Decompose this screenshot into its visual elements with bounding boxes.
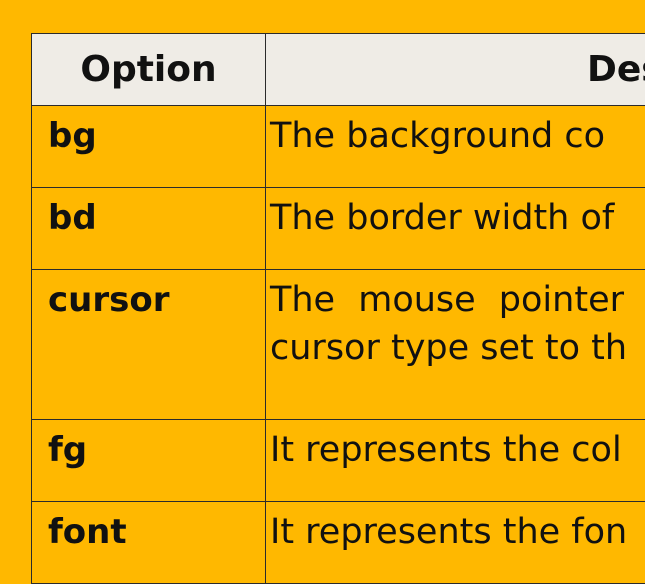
option-cell: bd	[32, 188, 266, 270]
option-cell: font	[32, 502, 266, 584]
options-table-container: Option Des bg The background co bd The b…	[31, 33, 645, 532]
description-text: It represents the col	[266, 426, 645, 474]
description-text: The background co	[266, 112, 645, 160]
description-cell: The mouse pointer cursor type set to th	[266, 270, 645, 420]
option-cell: fg	[32, 420, 266, 502]
description-cell: It represents the fon	[266, 502, 645, 584]
table-row: fg It represents the col	[32, 420, 645, 502]
option-cell: cursor	[32, 270, 266, 420]
description-text: The mouse pointer	[266, 276, 645, 324]
option-cell: bg	[32, 106, 266, 188]
table-row: bd The border width of	[32, 188, 645, 270]
description-text: The border width of	[266, 194, 645, 242]
description-cell: It represents the col	[266, 420, 645, 502]
description-cell: The background co	[266, 106, 645, 188]
options-table: Option Des bg The background co bd The b…	[31, 33, 645, 584]
table-row: cursor The mouse pointer cursor type set…	[32, 270, 645, 420]
description-text: It represents the fon	[266, 508, 645, 556]
table-row: bg The background co	[32, 106, 645, 188]
header-option: Option	[32, 34, 266, 106]
header-description: Des	[266, 34, 645, 106]
table-header-row: Option Des	[32, 34, 645, 106]
description-cell: The border width of	[266, 188, 645, 270]
description-text: cursor type set to th	[266, 324, 645, 372]
table-row: font It represents the fon	[32, 502, 645, 584]
